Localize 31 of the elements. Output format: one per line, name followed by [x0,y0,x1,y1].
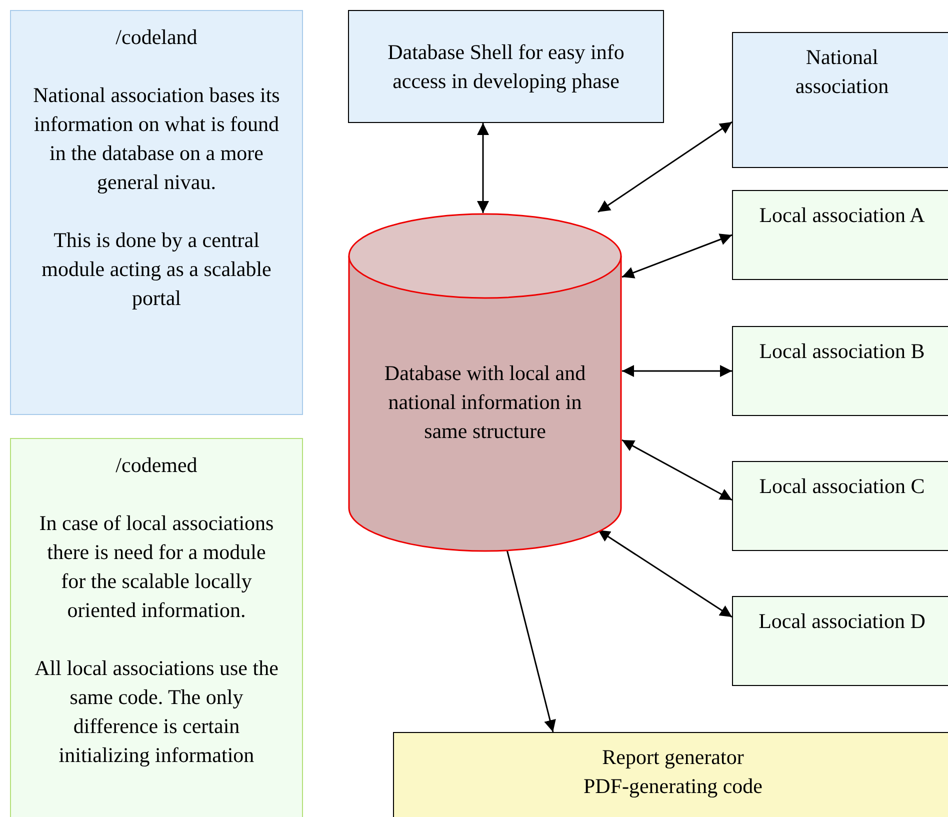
node-text: Local association D [758,608,926,635]
node-text: Database Shell for easy info access in developing phase [386,38,626,94]
arrow [598,529,732,618]
node-text: Database with local and national information in same structure [383,360,587,444]
note-panel [10,438,303,817]
arrow [506,550,556,732]
node-text: In case of local associations there is need for a module for the scalable locally oriented information. [38,510,275,624]
process-box [732,190,948,280]
arrow [622,234,732,278]
process-box [732,596,948,686]
node-text: Local association B [759,338,925,365]
process-box [732,461,948,551]
arrow [477,123,489,213]
arrow [598,121,732,213]
node-text: PDF-generating code [583,773,763,800]
node-text: Report generator [602,744,744,771]
node-text: This is done by a central module acting as a scalable portal [40,227,272,312]
process-box [393,732,948,817]
panel-heading: /codeland [116,24,198,51]
arrow [622,439,732,501]
process-box [348,10,664,123]
node-text: Local association C [759,473,925,500]
process-box [732,32,948,168]
node-text: National association bases its information on what is found in the database on a more general nivau. [33,82,280,196]
process-box [732,326,948,416]
node-text: Local association A [759,202,925,229]
node-text: National association [794,44,890,100]
panel-heading: /codemed [116,452,198,479]
note-panel [10,10,303,415]
arrow [622,365,732,377]
node-text: All local associations use the same code. The only difference is certain initializing information [34,655,280,769]
